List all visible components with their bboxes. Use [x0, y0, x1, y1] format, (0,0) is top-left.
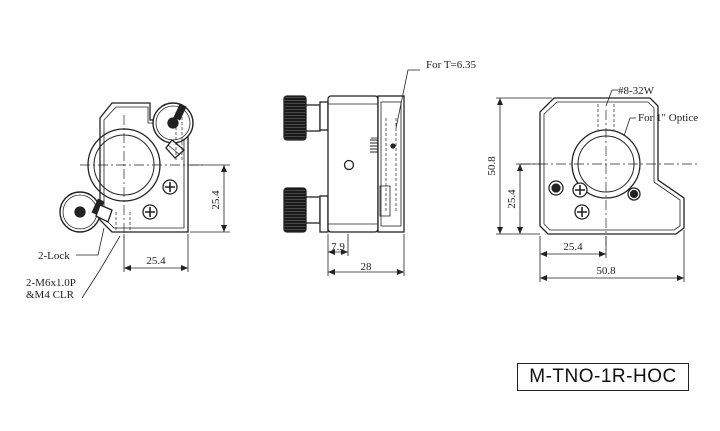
- back-dim-total-width: 50.8: [596, 265, 616, 277]
- thread-label: #8-32W: [618, 85, 655, 97]
- side-dim-offset: 7.9: [331, 241, 345, 253]
- screw-head: [574, 204, 590, 220]
- model-number-box: M-TNO-1R-HOC: [517, 363, 689, 391]
- lock-label: 2-Lock: [38, 250, 70, 262]
- side-dims: [327, 69, 420, 276]
- knurled-knob: [283, 95, 307, 141]
- screw-head: [572, 182, 588, 198]
- back-dim-width: 25.4: [563, 241, 583, 253]
- front-dim-height: 25.4: [210, 190, 222, 210]
- side-view: [283, 95, 405, 233]
- knurled-knob: [283, 187, 307, 233]
- adjuster-knob-bottom: [59, 191, 113, 233]
- model-number: M-TNO-1R-HOC: [529, 366, 677, 387]
- front-dims: [76, 164, 230, 299]
- mount-label-line2: &M4 CLR: [26, 289, 75, 301]
- optic-label: For 1" Optice: [638, 112, 698, 124]
- back-dim-total-height: 50.8: [486, 156, 498, 176]
- screw-head: [162, 179, 178, 195]
- side-dim-depth: 28: [361, 261, 373, 273]
- adjuster-knob-top: [152, 102, 194, 159]
- mount-label-line1: 2-M6x1.0P: [26, 277, 76, 289]
- front-view: [59, 102, 205, 240]
- back-dims: [496, 89, 685, 282]
- thickness-label: For T=6.35: [426, 59, 477, 71]
- screw-head: [142, 204, 158, 220]
- back-view: [520, 97, 700, 250]
- front-dim-width: 25.4: [146, 255, 166, 267]
- back-dim-height: 25.4: [506, 189, 518, 209]
